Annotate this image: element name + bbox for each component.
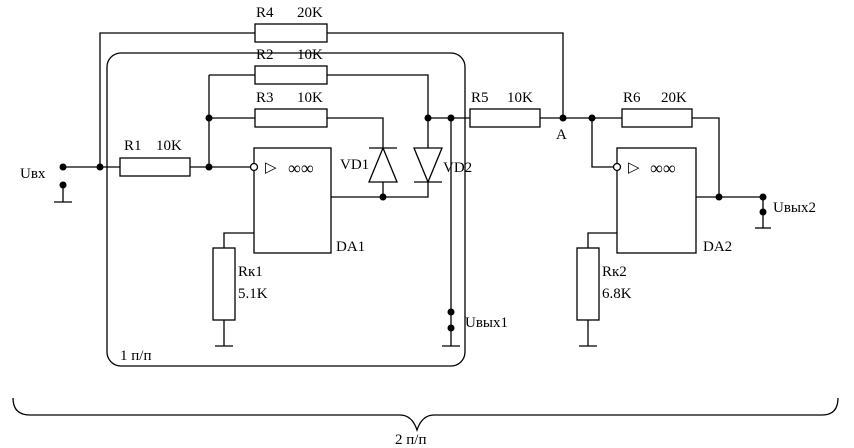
r2-name: R2 bbox=[256, 47, 274, 63]
r2-value: 10K bbox=[297, 47, 323, 63]
stage2-brace bbox=[12, 397, 839, 433]
resistor-r6 bbox=[621, 108, 693, 128]
opamp-da2-infinity: ∞∞ bbox=[650, 158, 676, 178]
stage2-label: 2 п/п bbox=[395, 432, 426, 448]
resistor-rk1 bbox=[212, 247, 236, 321]
opamp-da1 bbox=[253, 147, 332, 254]
r3-name: R3 bbox=[256, 90, 274, 106]
node-a-label: A bbox=[556, 127, 567, 143]
resistor-rk2 bbox=[576, 247, 600, 321]
opamp-da1-inverting-input bbox=[249, 162, 259, 172]
r5-name: R5 bbox=[471, 90, 489, 106]
r1-value: 10K bbox=[156, 138, 182, 154]
rk1-value: 5.1K bbox=[238, 286, 268, 302]
r6-value: 20K bbox=[661, 90, 687, 106]
output2-label: Uвых2 bbox=[773, 200, 816, 216]
resistor-r2 bbox=[254, 65, 328, 85]
r1-name: R1 bbox=[124, 138, 142, 154]
input-label: Uвх bbox=[20, 166, 46, 182]
stage1-frame bbox=[106, 52, 466, 367]
opamp-da2-inverting-input bbox=[612, 162, 622, 172]
resistor-r5 bbox=[469, 108, 541, 128]
resistor-r4 bbox=[254, 23, 328, 43]
r6-name: R6 bbox=[623, 90, 641, 106]
junction-dots bbox=[59, 114, 767, 332]
diode-vd2 bbox=[413, 147, 443, 184]
opamp-da2 bbox=[616, 147, 697, 254]
rk2-value: 6.8K bbox=[602, 286, 632, 302]
rk2-name: Rк2 bbox=[602, 264, 627, 280]
r5-value: 10K bbox=[507, 90, 533, 106]
opamp-da1-symbol: ▷ bbox=[265, 160, 277, 176]
r4-name: R4 bbox=[256, 5, 274, 21]
r4-value: 20K bbox=[297, 5, 323, 21]
stage1-label: 1 п/п bbox=[120, 348, 151, 364]
resistor-r1 bbox=[119, 157, 191, 177]
vd2-label: VD2 bbox=[443, 160, 472, 176]
resistor-r3 bbox=[254, 108, 328, 128]
opamp-da1-infinity: ∞∞ bbox=[288, 158, 314, 178]
da2-label: DA2 bbox=[703, 239, 732, 255]
r3-value: 10K bbox=[297, 90, 323, 106]
diode-vd1 bbox=[368, 146, 398, 183]
opamp-da2-symbol: ▷ bbox=[628, 160, 640, 176]
output1-label: Uвых1 bbox=[465, 315, 508, 331]
da1-label: DA1 bbox=[336, 239, 365, 255]
rk1-name: Rк1 bbox=[238, 264, 263, 280]
vd1-label: VD1 bbox=[340, 157, 369, 173]
wires bbox=[54, 32, 771, 347]
